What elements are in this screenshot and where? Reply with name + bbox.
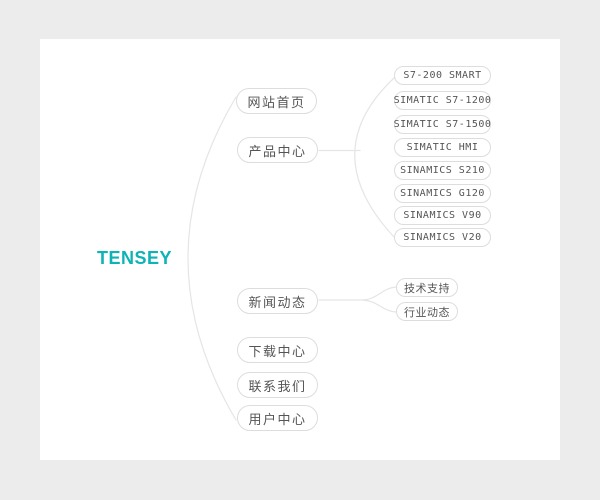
- sitemap-node-sinamics-v90[interactable]: SINAMICS V90: [394, 206, 491, 225]
- sitemap-node-user-center[interactable]: 用户中心: [237, 405, 318, 431]
- sitemap-node-news[interactable]: 新闻动态: [237, 288, 318, 314]
- sitemap-node-industry-news[interactable]: 行业动态: [396, 302, 458, 321]
- sitemap-node-sinamics-v20[interactable]: SINAMICS V20: [394, 228, 491, 247]
- sitemap-node-simatic-s7-1500[interactable]: SIMATIC S7-1500: [394, 115, 491, 134]
- sitemap-node-simatic-hmi[interactable]: SIMATIC HMI: [394, 138, 491, 157]
- sitemap-node-sinamics-g120[interactable]: SINAMICS G120: [394, 184, 491, 203]
- sitemap-node-sinamics-s210[interactable]: SINAMICS S210: [394, 161, 491, 180]
- sitemap-node-home[interactable]: 网站首页: [236, 88, 317, 114]
- sitemap-node-s7-200-smart[interactable]: S7-200 SMART: [394, 66, 491, 85]
- sitemap-node-contact[interactable]: 联系我们: [237, 372, 318, 398]
- sitemap-node-simatic-s7-1200[interactable]: SIMATIC S7-1200: [394, 91, 491, 110]
- brand-root-label: TENSEY: [97, 248, 173, 268]
- sitemap-node-products[interactable]: 产品中心: [237, 137, 318, 163]
- sitemap-node-tech-support[interactable]: 技术支持: [396, 278, 458, 297]
- sitemap-node-downloads[interactable]: 下载中心: [237, 337, 318, 363]
